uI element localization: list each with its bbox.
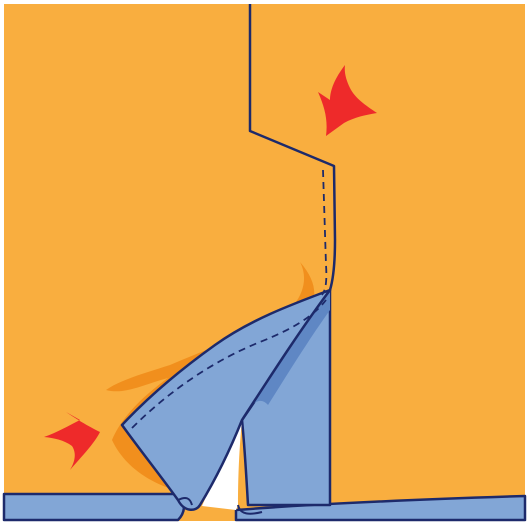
stitch-line-flap: [131, 299, 327, 429]
fold-shadow: [106, 262, 315, 492]
seam-outline: [248, 4, 337, 291]
panel-edge-fold: [237, 504, 263, 515]
bottom-fabric-left: [2, 492, 186, 522]
blue-flap-left: [120, 288, 332, 511]
flap-edge-fold: [177, 496, 193, 506]
arrow-top-right-icon: [318, 65, 377, 136]
stitch-line-seam: [321, 169, 328, 296]
bottom-fabric-right: [234, 494, 527, 522]
arrow-bottom-left-icon: [44, 412, 100, 470]
